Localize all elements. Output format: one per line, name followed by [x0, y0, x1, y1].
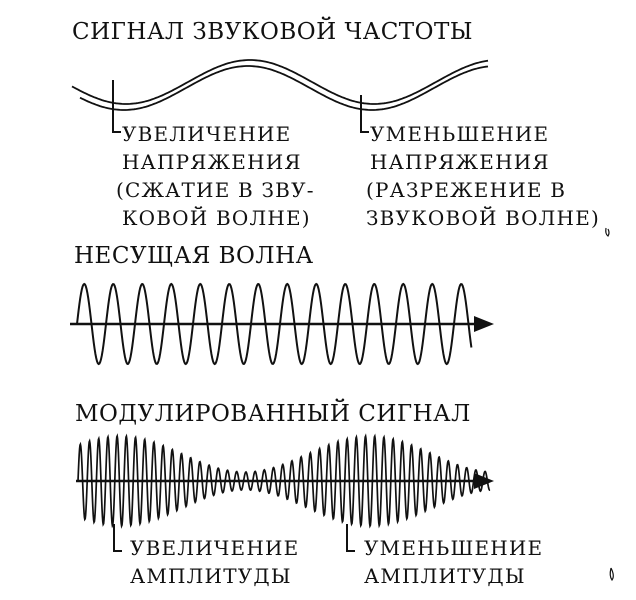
modulated-wave-curve — [77, 433, 491, 529]
decrease-amplitude-label: УМЕНЬШЕНИЕ АМПЛИТУДЫ — [364, 536, 543, 588]
decrease-amplitude-pointer — [346, 524, 355, 552]
decrease-voltage-line-2: НАПРЯЖЕНИЯ — [370, 150, 550, 174]
decrease-voltage-line-3: (РАЗРЕЖЕНИЕ В — [366, 178, 566, 202]
scan-artifact-mark — [605, 227, 610, 237]
increase-voltage-line-4: КОВОЙ ВОЛНЕ) — [122, 205, 311, 230]
decrease-amplitude-line-2: АМПЛИТУДЫ — [364, 564, 526, 588]
increase-amplitude-pointer — [113, 524, 122, 552]
carrier-wave-title: НЕСУЩАЯ ВОЛНА — [74, 243, 314, 269]
decrease-voltage-line-1: УМЕНЬШЕНИЕ — [370, 122, 549, 146]
increase-voltage-line-3: (СЖАТИЕ В ЗВУ- — [116, 178, 315, 202]
carrier-wave-curve — [76, 282, 473, 366]
audio-wave-line-lower — [79, 65, 489, 111]
decrease-voltage-pointer — [360, 95, 369, 133]
modulated-signal-title: МОДУЛИРОВАННЫЙ СИГНАЛ — [75, 399, 471, 427]
increase-voltage-label: УВЕЛИЧЕНИЕ НАПРЯЖЕНИЯ (СЖАТИЕ В ЗВУ- КОВ… — [116, 122, 315, 230]
increase-voltage-line-1: УВЕЛИЧЕНИЕ — [122, 122, 291, 146]
increase-voltage-line-2: НАПРЯЖЕНИЯ — [122, 150, 302, 174]
increase-voltage-pointer — [112, 80, 121, 133]
scan-artifact-mark-2 — [609, 567, 614, 582]
carrier-axis-arrow — [474, 316, 494, 332]
decrease-voltage-label: УМЕНЬШЕНИЕ НАПРЯЖЕНИЯ (РАЗРЕЖЕНИЕ В ЗВУК… — [366, 122, 600, 230]
increase-amplitude-line-1: УВЕЛИЧЕНИЕ — [130, 536, 299, 560]
audio-signal-title: СИГНАЛ ЗВУКОВОЙ ЧАСТОТЫ — [72, 17, 473, 45]
audio-wave-line-upper — [71, 59, 489, 105]
decrease-amplitude-line-1: УМЕНЬШЕНИЕ — [364, 536, 543, 560]
increase-amplitude-label: УВЕЛИЧЕНИЕ АМПЛИТУДЫ — [130, 536, 299, 588]
audio-wave — [71, 59, 489, 111]
decrease-voltage-line-4: ЗВУКОВОЙ ВОЛНЕ) — [366, 205, 600, 230]
increase-amplitude-line-2: АМПЛИТУДЫ — [130, 564, 292, 588]
